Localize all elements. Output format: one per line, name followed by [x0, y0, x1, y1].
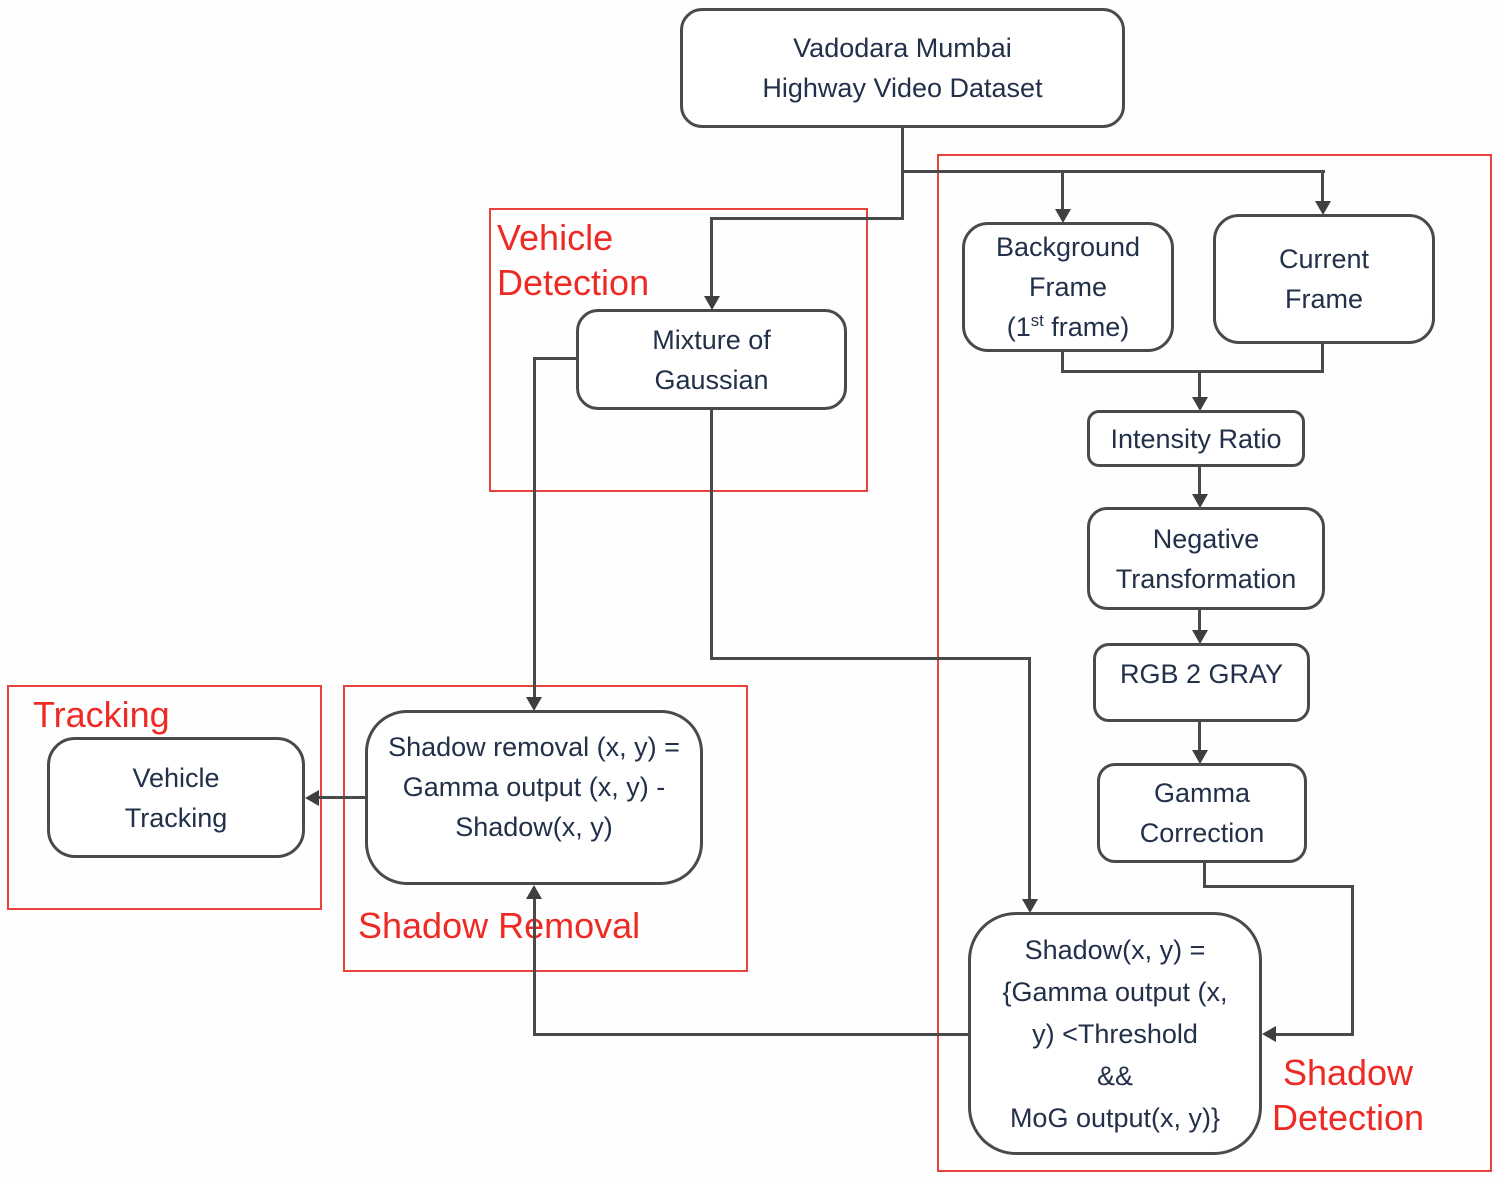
- arrowhead-down: [1192, 397, 1208, 411]
- node-rgb2gray-label: RGB 2 GRAY: [1119, 659, 1284, 689]
- node-shadow-formula-label: Shadow(x, y) = {Gamma output (x, y) <Thr…: [1002, 934, 1228, 1133]
- node-negative-transformation: Negative Transformation: [1087, 507, 1325, 610]
- arrowhead-down: [1192, 630, 1208, 644]
- arrowhead-down: [1022, 899, 1038, 913]
- connector-line: [1321, 170, 1324, 203]
- label-shadow-removal: Shadow Removal: [358, 905, 641, 946]
- node-negative-transformation-label: Negative Transformation: [1115, 523, 1297, 594]
- arrowhead-left: [305, 790, 319, 806]
- connector-line: [710, 657, 1031, 660]
- connector-line: [1203, 885, 1354, 888]
- label-shadow-detection: Shadow Detection: [1271, 1052, 1425, 1138]
- connector-line: [533, 897, 536, 1036]
- node-background-frame: Background Frame (1st frame): [962, 222, 1174, 352]
- node-vehicle-tracking-label: Vehicle Tracking: [124, 762, 228, 833]
- region-vehicle-detection: [489, 208, 868, 492]
- node-current-frame: Current Frame: [1213, 214, 1435, 344]
- connector-line: [1198, 370, 1201, 399]
- region-shadow-removal: [343, 685, 748, 972]
- connector-line: [710, 217, 713, 298]
- connector-line: [1028, 657, 1031, 901]
- node-vehicle-tracking: Vehicle Tracking: [47, 737, 305, 858]
- node-rgb2gray: RGB 2 GRAY: [1093, 643, 1310, 722]
- arrowhead-up: [526, 885, 542, 899]
- node-intensity-ratio: Intensity Ratio: [1087, 410, 1305, 467]
- connector-line: [901, 128, 904, 220]
- arrowhead-down: [1055, 209, 1071, 223]
- region-shadow-detection: [937, 154, 1492, 1172]
- arrowhead-down: [1192, 750, 1208, 764]
- connector-line: [1061, 170, 1064, 211]
- connector-line: [533, 357, 578, 360]
- connector-line: [1351, 885, 1354, 1036]
- node-gamma-correction-label: Gamma Correction: [1139, 778, 1265, 848]
- connector-line: [1061, 370, 1324, 373]
- connector-line: [1198, 467, 1201, 496]
- node-shadow-formula: Shadow(x, y) = {Gamma output (x, y) <Thr…: [968, 912, 1262, 1155]
- arrowhead-down: [1192, 494, 1208, 508]
- connector-line: [711, 217, 903, 220]
- connector-line: [1198, 610, 1201, 632]
- connector-line: [1274, 1033, 1354, 1036]
- arrowhead-down: [526, 697, 542, 711]
- node-mog-label: Mixture of Gaussian: [652, 324, 771, 395]
- arrowhead-down: [1315, 201, 1331, 215]
- connector-line: [1198, 722, 1201, 752]
- connector-line: [1203, 863, 1206, 888]
- arrowhead-left: [1262, 1026, 1276, 1042]
- node-mixture-of-gaussian: Mixture of Gaussian: [576, 309, 847, 410]
- node-background-frame-label: Background Frame: [995, 232, 1141, 302]
- node-intensity-ratio-label: Intensity Ratio: [1110, 423, 1282, 454]
- connector-line: [533, 1033, 971, 1036]
- node-shadow-removal-formula: Shadow removal (x, y) = Gamma output (x,…: [365, 710, 703, 885]
- node-dataset-label: Vadodara Mumbai Highway Video Dataset: [762, 33, 1043, 103]
- connector-line: [317, 796, 367, 799]
- node-current-frame-label: Current Frame: [1278, 244, 1370, 314]
- arrowhead-down: [704, 296, 720, 310]
- node-gamma-correction: Gamma Correction: [1097, 763, 1307, 863]
- connector-line: [901, 170, 1325, 173]
- label-vehicle-detection: Vehicle Detection: [497, 217, 650, 303]
- node-background-frame-subline: (1st frame): [1006, 311, 1130, 342]
- node-shadow-removal-formula-label: Shadow removal (x, y) = Gamma output (x,…: [388, 732, 680, 842]
- connector-line: [1321, 344, 1324, 373]
- connector-line: [533, 357, 536, 699]
- node-dataset: Vadodara Mumbai Highway Video Dataset: [680, 8, 1125, 128]
- label-tracking: Tracking: [33, 694, 170, 735]
- connector-line: [710, 408, 713, 660]
- connector-line: [1061, 352, 1064, 373]
